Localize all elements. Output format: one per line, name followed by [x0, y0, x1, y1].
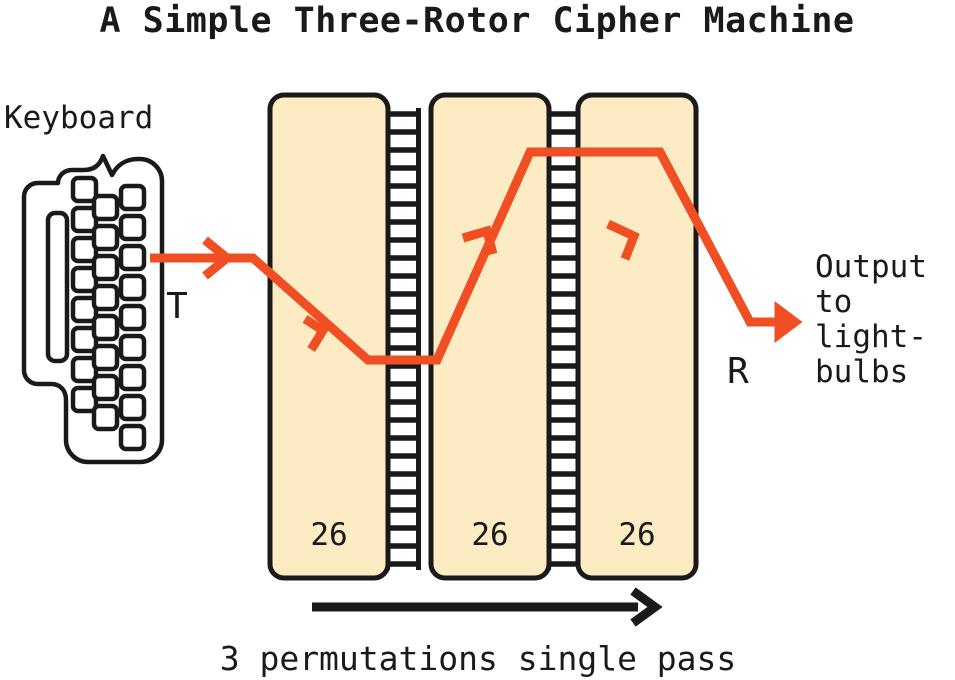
- signal-path-polyline: [150, 147, 793, 365]
- keyboard-spacebar-slot: [45, 210, 70, 364]
- rotor-3-contact-count: 26: [618, 517, 655, 553]
- signal-path: [150, 147, 803, 365]
- keyboard-key: [91, 193, 120, 222]
- keyboard-key: [118, 333, 147, 362]
- rotor-3[interactable]: 26: [575, 92, 699, 581]
- keyboard-key: [91, 283, 120, 312]
- keyboard-key: [118, 273, 147, 302]
- keyboard-key-column-2: [91, 193, 120, 432]
- keyboard-key: [70, 175, 99, 204]
- rotor-2-body: [428, 92, 552, 581]
- output-arrowhead-icon: [774, 301, 803, 343]
- rotor-2[interactable]: 26: [428, 92, 552, 581]
- signal-arrowhead-3-icon: [461, 225, 498, 256]
- keyboard-key: [91, 373, 120, 402]
- output-line-1: Output: [815, 249, 927, 285]
- rotor-1-body: [267, 92, 391, 581]
- keyboard-key: [91, 313, 120, 342]
- keyboard-key: [91, 253, 120, 282]
- rotor-1[interactable]: 26: [267, 92, 391, 581]
- keyboard-key: [118, 303, 147, 332]
- keyboard-key: [118, 243, 147, 272]
- connector-1-rungs: [386, 111, 420, 567]
- figure-title: A Simple Three-Rotor Cipher Machine: [99, 1, 854, 41]
- signal-arrowhead-2-icon: [302, 315, 330, 352]
- connector-1: [385, 108, 421, 570]
- keyboard-key-column-3: [118, 183, 147, 452]
- rotor-2-contact-count: 26: [471, 517, 508, 553]
- keyboard-key: [91, 223, 120, 252]
- keyboard-key: [118, 183, 147, 212]
- keyboard-key: [118, 423, 147, 452]
- keyboard-label: Keyboard: [4, 100, 153, 136]
- keyboard-key: [118, 363, 147, 392]
- connector-2-rungs: [547, 111, 581, 567]
- flow-arrow: [312, 587, 663, 627]
- keyboard-graphic[interactable]: [21, 153, 165, 465]
- keyboard-key: [91, 403, 120, 432]
- output-line-2: to: [815, 284, 852, 320]
- output-text-block: Output to light- bulbs: [815, 249, 927, 390]
- keyboard-key: [118, 213, 147, 242]
- keyboard-key: [91, 343, 120, 372]
- output-letter-label: R: [727, 351, 749, 392]
- rotor-3-body: [575, 92, 699, 581]
- output-line-3: light-: [815, 319, 927, 355]
- flow-arrowhead-icon: [630, 587, 663, 627]
- signal-arrowhead-4-icon: [606, 219, 640, 261]
- figure-caption: 3 permutations single pass: [220, 639, 737, 678]
- keyboard-key: [118, 393, 147, 422]
- input-letter-label: T: [166, 286, 188, 327]
- output-line-4: bulbs: [815, 354, 908, 390]
- signal-arrowhead-1-icon: [202, 236, 235, 280]
- rotor-1-contact-count: 26: [310, 517, 347, 553]
